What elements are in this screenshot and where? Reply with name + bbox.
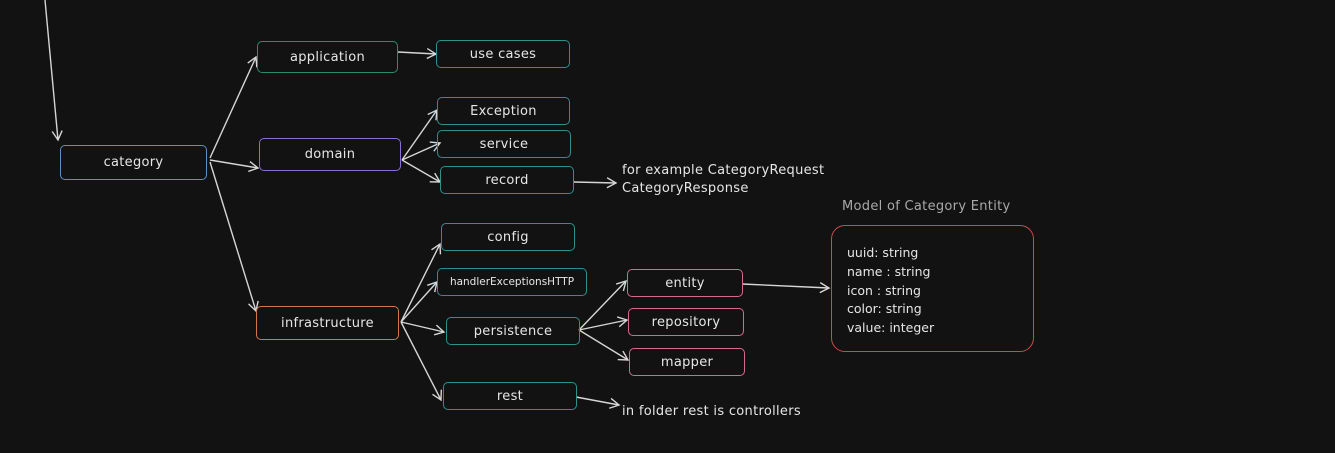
node-handler-exceptions-http-label: handlerExceptionsHTTP bbox=[449, 276, 575, 288]
arrow-rest-to-note bbox=[575, 396, 621, 409]
arrow-category-to-domain bbox=[209, 159, 260, 173]
arrow-infrastructure-to-handler bbox=[400, 280, 438, 323]
node-entity-label: entity bbox=[665, 275, 705, 291]
arrow-infrastructure-to-persistence bbox=[400, 321, 446, 336]
record-note-line1: for example CategoryRequest bbox=[622, 163, 825, 178]
node-rest: rest bbox=[443, 382, 577, 410]
node-mapper-label: mapper bbox=[660, 354, 714, 370]
node-category-label: category bbox=[103, 155, 164, 170]
arrow-incoming-to-category bbox=[44, 0, 63, 142]
node-application-label: application bbox=[289, 49, 365, 65]
node-exception-label: Exception bbox=[470, 103, 537, 119]
node-mapper: mapper bbox=[629, 348, 745, 376]
node-use-cases: use cases bbox=[436, 40, 570, 68]
node-persistence-label: persistence bbox=[473, 323, 553, 339]
arrow-infrastructure-to-rest bbox=[400, 321, 443, 402]
node-rest-label: rest bbox=[496, 388, 524, 404]
arrow-persistence-to-entity bbox=[578, 279, 627, 331]
node-service: service bbox=[437, 130, 571, 158]
node-use-cases-label: use cases bbox=[469, 46, 537, 62]
node-record: record bbox=[440, 166, 574, 194]
arrow-category-to-application bbox=[209, 55, 258, 159]
node-service-label: service bbox=[479, 136, 529, 152]
entity-field: uuid: string bbox=[847, 245, 919, 260]
node-repository: repository bbox=[628, 308, 744, 336]
arrow-persistence-to-mapper bbox=[578, 329, 630, 361]
arrow-domain-to-service bbox=[401, 141, 442, 161]
node-domain: domain bbox=[259, 138, 401, 171]
arrow-persistence-to-repository bbox=[578, 316, 629, 331]
node-infrastructure: infrastructure bbox=[256, 306, 399, 340]
arrow-category-to-infrastructure bbox=[209, 161, 259, 313]
arrow-record-to-note bbox=[573, 177, 618, 189]
node-record-label: record bbox=[485, 172, 529, 188]
node-entity: entity bbox=[627, 269, 743, 297]
entity-field: icon : string bbox=[847, 282, 921, 298]
node-category: category bbox=[60, 145, 207, 180]
node-persistence: persistence bbox=[446, 317, 580, 345]
node-config: config bbox=[441, 223, 575, 251]
node-application: application bbox=[257, 41, 398, 73]
node-infrastructure-label: infrastructure bbox=[281, 315, 374, 331]
rest-note: in folder rest is controllers bbox=[622, 403, 801, 421]
node-repository-label: repository bbox=[651, 314, 721, 330]
arrow-application-to-use-cases bbox=[397, 47, 438, 60]
rest-note-text: in folder rest is controllers bbox=[622, 404, 801, 419]
record-note: for example CategoryRequest CategoryResp… bbox=[622, 162, 824, 198]
entity-field: value: integer bbox=[847, 320, 935, 336]
entity-model-box: uuid: string name : string icon : string… bbox=[831, 225, 1034, 352]
entity-model-title: Model of Category Entity bbox=[842, 199, 1011, 214]
entity-field: name : string bbox=[847, 263, 931, 279]
node-domain-label: domain bbox=[304, 147, 356, 162]
record-note-line2: CategoryResponse bbox=[622, 181, 749, 196]
arrow-domain-to-exception bbox=[401, 108, 438, 161]
arrow-domain-to-record bbox=[401, 159, 442, 183]
node-exception: Exception bbox=[437, 97, 570, 125]
arrow-infrastructure-to-config bbox=[400, 242, 442, 323]
node-config-label: config bbox=[487, 229, 529, 245]
arrow-entity-to-model bbox=[741, 281, 831, 294]
entity-field: color: string bbox=[847, 301, 922, 317]
node-handler-exceptions-http: handlerExceptionsHTTP bbox=[437, 268, 587, 296]
